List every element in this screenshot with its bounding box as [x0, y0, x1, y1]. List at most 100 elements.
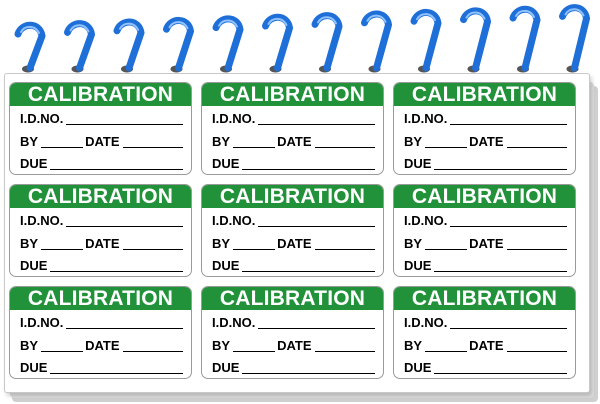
due-field[interactable]: DUE [20, 157, 183, 170]
date-label: DATE [277, 134, 312, 149]
due-field[interactable]: DUE [212, 259, 375, 272]
label-title: CALIBRATION [10, 83, 191, 108]
due-label: DUE [20, 360, 48, 375]
coil-highlight [218, 19, 238, 28]
due-line [434, 362, 567, 374]
id-number-line [258, 113, 375, 125]
label-title: CALIBRATION [202, 83, 383, 108]
date-label: DATE [277, 236, 312, 251]
by-label: BY [404, 338, 423, 353]
by-date-field[interactable]: BY DATE [212, 135, 375, 148]
calibration-label[interactable]: CALIBRATION I.D.NO. BY DATE DUE [201, 82, 384, 175]
due-label: DUE [212, 156, 240, 171]
due-field[interactable]: DUE [20, 361, 183, 374]
id-number-field[interactable]: I.D.NO. [212, 214, 375, 227]
id-number-line [258, 317, 375, 329]
by-line [425, 136, 468, 148]
due-field[interactable]: DUE [404, 157, 567, 170]
coil-highlight [366, 14, 387, 23]
date-line [122, 340, 183, 352]
by-line [425, 238, 468, 250]
by-date-field[interactable]: BY DATE [20, 237, 183, 250]
id-number-field[interactable]: I.D.NO. [404, 316, 567, 329]
due-label: DUE [212, 258, 240, 273]
id-number-field[interactable]: I.D.NO. [212, 316, 375, 329]
spiral-binding [14, 4, 591, 73]
id-number-field[interactable]: I.D.NO. [404, 112, 567, 125]
id-number-label: I.D.NO. [20, 111, 64, 126]
by-line [41, 136, 84, 148]
calibration-label[interactable]: CALIBRATION I.D.NO. BY DATE DUE [9, 184, 192, 277]
date-line [506, 238, 567, 250]
due-field[interactable]: DUE [404, 361, 567, 374]
id-number-field[interactable]: I.D.NO. [20, 214, 183, 227]
label-title: CALIBRATION [394, 83, 575, 108]
label-title: CALIBRATION [394, 287, 575, 312]
coil-highlight [416, 13, 436, 22]
date-line [122, 136, 183, 148]
coil-loop [311, 12, 343, 72]
date-label: DATE [469, 134, 504, 149]
coil-loop [64, 20, 96, 72]
due-field[interactable]: DUE [404, 259, 567, 272]
id-number-label: I.D.NO. [20, 213, 64, 228]
coil-loop [361, 10, 393, 72]
due-line [434, 260, 567, 272]
by-date-field[interactable]: BY DATE [404, 135, 567, 148]
calibration-label[interactable]: CALIBRATION I.D.NO. BY DATE DUE [393, 82, 576, 175]
coil-highlight [515, 9, 535, 18]
coil-loop [559, 4, 591, 72]
by-line [233, 238, 276, 250]
date-line [314, 136, 375, 148]
date-label: DATE [85, 236, 120, 251]
calibration-label[interactable]: CALIBRATION I.D.NO. BY DATE DUE [201, 184, 384, 277]
coil-loop [460, 7, 492, 72]
by-label: BY [212, 236, 231, 251]
id-number-field[interactable]: I.D.NO. [20, 112, 183, 125]
due-line [50, 158, 183, 170]
coil-loop [212, 15, 244, 72]
coil-highlight [317, 16, 337, 25]
due-field[interactable]: DUE [212, 157, 375, 170]
coil-loop [410, 8, 442, 72]
id-number-label: I.D.NO. [404, 213, 448, 228]
id-number-label: I.D.NO. [20, 315, 64, 330]
coil-highlight [564, 8, 585, 17]
id-number-field[interactable]: I.D.NO. [212, 112, 375, 125]
id-number-field[interactable]: I.D.NO. [404, 214, 567, 227]
label-title: CALIBRATION [10, 185, 191, 210]
label-title: CALIBRATION [202, 287, 383, 312]
due-label: DUE [404, 360, 432, 375]
id-number-label: I.D.NO. [404, 111, 448, 126]
coil-highlight [168, 21, 189, 30]
by-label: BY [404, 134, 423, 149]
id-number-label: I.D.NO. [404, 315, 448, 330]
by-line [41, 340, 84, 352]
label-title: CALIBRATION [394, 185, 575, 210]
by-date-field[interactable]: BY DATE [212, 237, 375, 250]
due-line [50, 260, 183, 272]
by-label: BY [20, 236, 39, 251]
id-number-field[interactable]: I.D.NO. [20, 316, 183, 329]
by-label: BY [212, 338, 231, 353]
date-line [314, 238, 375, 250]
by-label: BY [20, 338, 39, 353]
date-label: DATE [85, 134, 120, 149]
by-label: BY [212, 134, 231, 149]
label-title: CALIBRATION [202, 185, 383, 210]
due-field[interactable]: DUE [212, 361, 375, 374]
id-number-line [66, 215, 183, 227]
due-field[interactable]: DUE [20, 259, 183, 272]
coil-loop [262, 13, 294, 72]
